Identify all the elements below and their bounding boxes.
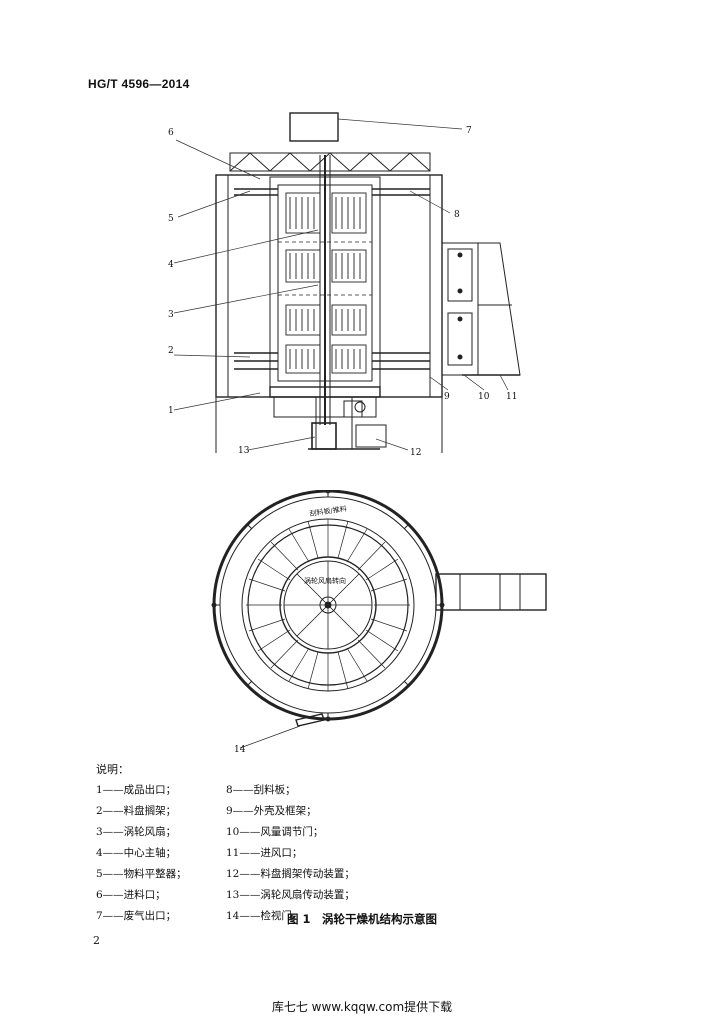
- callout-7: 7: [466, 126, 472, 136]
- callout-5: 5: [168, 214, 174, 224]
- page-number: 2: [93, 934, 100, 947]
- legend-item: 10——风量调节门；: [226, 826, 324, 838]
- download-footer: 库七七 www.kqqw.com提供下载: [271, 1000, 453, 1014]
- figure-caption: 图 1 涡轮干燥机结构示意图: [286, 912, 437, 926]
- callout-13: 13: [238, 446, 250, 456]
- legend-row: 5——物料平整器； 12——料盘搁架传动装置；: [96, 864, 496, 885]
- legend-row: 1——成品出口； 8——刮料板；: [96, 780, 496, 801]
- legend-item: 5——物料平整器；: [96, 868, 187, 880]
- callout-11: 11: [506, 392, 517, 402]
- callout-9: 9: [444, 392, 450, 402]
- legend-item: 8——刮料板；: [226, 784, 296, 796]
- callout-14: 14: [234, 745, 246, 755]
- legend-row: 3——涡轮风扇； 10——风量调节门；: [96, 822, 496, 843]
- legend-item: 1——成品出口；: [96, 784, 177, 796]
- legend-item: 2——料盘搁架；: [96, 805, 177, 817]
- scraper-direction-label: 刮料板/推料: [309, 504, 347, 518]
- callout-8: 8: [454, 210, 460, 220]
- legend-item: 7——废气出口；: [96, 910, 177, 922]
- legend-item: 6——进料口；: [96, 889, 166, 901]
- legend-item: 14——检视门。: [226, 910, 303, 922]
- legend-row: 4——中心主轴； 11——进风口；: [96, 843, 496, 864]
- callout-2: 2: [168, 346, 174, 356]
- dryer-plan-drawing: 刮料板/推料 涡轮风扇转向 14: [211, 490, 547, 755]
- legend-item: 4——中心主轴；: [96, 847, 177, 859]
- legend-item: 13——涡轮风扇传动装置；: [226, 889, 355, 901]
- callout-6: 6: [168, 128, 174, 138]
- legend-item: 3——涡轮风扇；: [96, 826, 177, 838]
- legend-row: 7——废气出口； 14——检视门。: [96, 906, 496, 927]
- callout-10: 10: [478, 392, 490, 402]
- legend-row: 2——料盘搁架； 9——外壳及框架；: [96, 801, 496, 822]
- fan-direction-label: 涡轮风扇转向: [304, 576, 346, 585]
- callout-12: 12: [410, 448, 421, 458]
- callout-4: 4: [168, 260, 174, 270]
- callout-1: 1: [168, 406, 174, 416]
- legend-item: 12——料盘搁架传动装置；: [226, 868, 355, 880]
- dryer-elevation-drawing: 6 7 5 8 4 3 2 1 9 10 11 13 12: [168, 112, 521, 458]
- legend-item: 9——外壳及框架；: [226, 805, 317, 817]
- legend-item: 11——进风口；: [226, 847, 303, 859]
- standard-number: HG/T 4596—2014: [88, 77, 190, 91]
- legend-title: 说明：: [96, 763, 129, 776]
- callout-3: 3: [168, 310, 174, 320]
- legend: 1——成品出口； 8——刮料板； 2——料盘搁架； 9——外壳及框架； 3——涡…: [96, 780, 496, 927]
- legend-row: 6——进料口； 13——涡轮风扇传动装置；: [96, 885, 496, 906]
